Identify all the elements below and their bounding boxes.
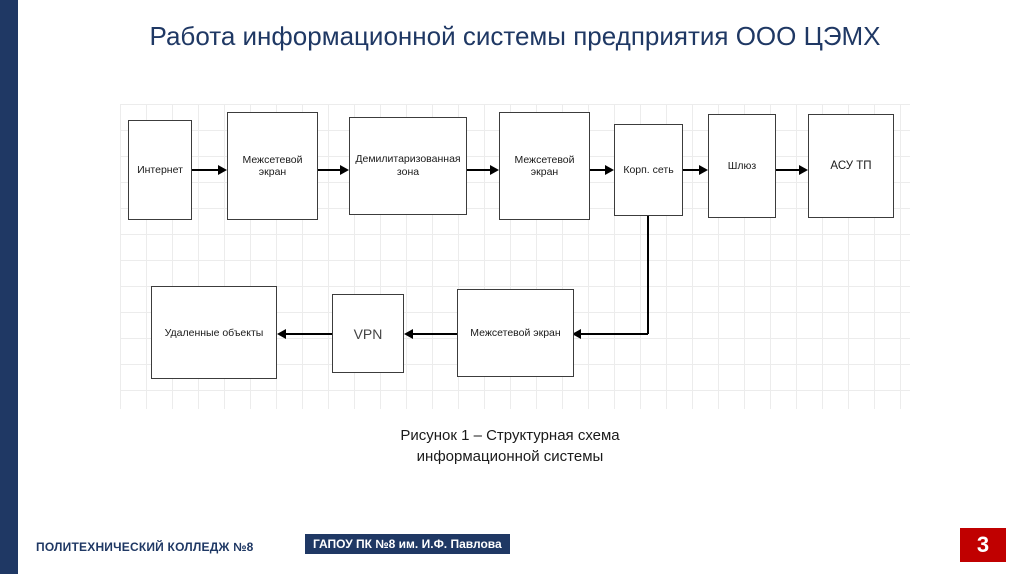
arrow-vpn-remote [283, 333, 332, 335]
node-asutp-label: АСУ ТП [830, 160, 872, 172]
arrowhead-branch-firewall3 [572, 329, 581, 339]
node-vpn-label: VPN [353, 325, 383, 342]
node-firewall1-label: Межсетевой экран [242, 154, 303, 178]
arrowhead-gateway-asutp [799, 165, 808, 175]
arrow-firewall3-vpn [410, 333, 457, 335]
node-corpnet-label: Корп. сеть [623, 164, 674, 176]
arrowhead-firewall3-vpn [404, 329, 413, 339]
arrow-dmz-firewall2 [467, 169, 493, 171]
figure-caption: Рисунок 1 – Структурная схема информацио… [250, 425, 770, 467]
node-vpn: VPN [332, 294, 404, 373]
node-internet-label: Интернет [137, 164, 183, 176]
node-dmz: Демилитаризованная зона [349, 117, 467, 215]
node-firewall3: Межсетевой экран [457, 289, 574, 377]
arrowhead-firewall2-corpnet [605, 165, 614, 175]
arrow-internet-firewall1 [192, 169, 221, 171]
node-remote: Удаленные объекты [151, 286, 277, 379]
node-dmz-label: Демилитаризованная зона [355, 153, 461, 178]
diagram-canvas: Интернет Межсетевой экран Демилитаризова… [120, 104, 910, 409]
page-number: 3 [960, 528, 1006, 562]
node-firewall1: Межсетевой экран [227, 112, 318, 220]
node-gateway: Шлюз [708, 114, 776, 218]
node-firewall2-label: Межсетевой экран [514, 154, 575, 178]
left-accent-bar [0, 0, 18, 574]
arrowhead-firewall1-dmz [340, 165, 349, 175]
arrowhead-corpnet-gateway [699, 165, 708, 175]
figure-caption-line2: информационной системы [416, 448, 604, 465]
arrowhead-vpn-remote [277, 329, 286, 339]
footer-college-name: ПОЛИТЕХНИЧЕСКИЙ КОЛЛЕДЖ №8 [36, 540, 254, 554]
arrow-corpnet-branch-vertical [647, 216, 649, 334]
arrow-corpnet-branch-horizontal [579, 333, 648, 335]
arrow-firewall1-dmz [318, 169, 343, 171]
figure-caption-line1: Рисунок 1 – Структурная схема [400, 427, 620, 444]
arrowhead-dmz-firewall2 [490, 165, 499, 175]
footer-badge: ГАПОУ ПК №8 им. И.Ф. Павлова [305, 534, 510, 554]
node-remote-label: Удаленные объекты [164, 326, 264, 339]
node-gateway-label: Шлюз [727, 160, 757, 172]
arrowhead-internet-firewall1 [218, 165, 227, 175]
node-firewall2: Межсетевой экран [499, 112, 590, 220]
node-asutp: АСУ ТП [808, 114, 894, 218]
node-internet: Интернет [128, 120, 192, 220]
node-corpnet: Корп. сеть [614, 124, 683, 216]
arrow-firewall2-corpnet [590, 169, 608, 171]
page-title: Работа информационной системы предприяти… [149, 21, 881, 51]
node-firewall3-label: Межсетевой экран [470, 327, 561, 339]
arrow-gateway-asutp [776, 169, 802, 171]
arrow-corpnet-gateway [683, 169, 702, 171]
